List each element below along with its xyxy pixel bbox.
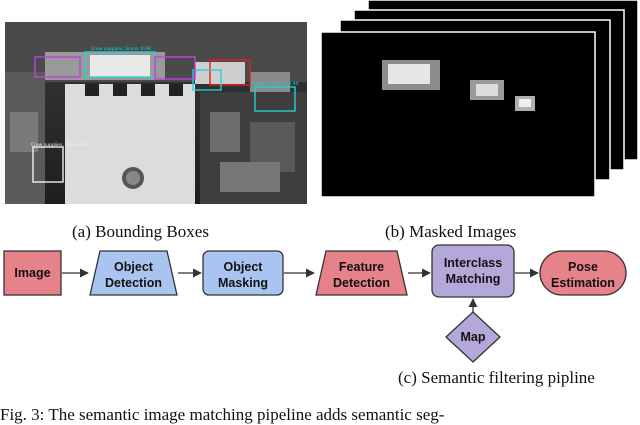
bbox-cyan-3 <box>254 86 296 112</box>
bbox-purple-2 <box>154 56 196 80</box>
node-interclass-matching-label-2: Matching <box>446 272 501 286</box>
node-object-detection: Object Detection <box>89 250 178 296</box>
node-interclass-matching-label-1: Interclass <box>444 256 502 270</box>
detection-label-1: Crew supplies, Score: 0.98 <box>91 46 151 52</box>
node-image-label: Image <box>14 266 50 280</box>
node-object-detection-label-1: Object <box>114 260 154 274</box>
bbox-white <box>32 146 64 183</box>
node-feature-detection: Feature Detection <box>315 250 408 296</box>
bbox-purple <box>34 56 81 78</box>
node-interclass-matching: Interclass Matching <box>431 244 515 298</box>
masked-images-svg <box>320 0 639 198</box>
node-pose-estimation: Pose Estimation <box>539 250 627 296</box>
node-object-detection-label-2: Detection <box>105 276 162 290</box>
front-mask-frame <box>320 31 596 198</box>
pipeline-diagram: Image Object Detection Object Masking Fe… <box>3 244 627 363</box>
bbox-cyan-2 <box>192 69 222 91</box>
node-map-label: Map <box>461 330 486 344</box>
node-feature-detection-label-2: Detection <box>333 276 390 290</box>
node-object-masking-label-1: Object <box>224 260 264 274</box>
node-object-masking: Object Masking <box>202 250 284 296</box>
caption-bounding-boxes: (a) Bounding Boxes <box>72 222 209 241</box>
detection-label-3: Handrail, Score: 0.94 <box>251 81 299 87</box>
node-feature-detection-label-1: Feature <box>339 260 384 274</box>
caption-pipeline: (c) Semantic filtering pipline <box>398 368 595 387</box>
bounding-boxes-image: Crew supplies, Score: 0.98 Crew supplies… <box>5 22 307 204</box>
figure-caption-text: Fig. 3: The semantic image matching pipe… <box>0 405 445 424</box>
node-object-masking-label-2: Masking <box>218 276 268 290</box>
caption-masked-images: (b) Masked Images <box>385 222 517 241</box>
masked-images-stack <box>318 0 639 210</box>
station-interior-photo: Crew supplies, Score: 0.98 Crew supplies… <box>5 22 307 204</box>
bbox-red <box>209 59 251 86</box>
node-image: Image <box>3 250 62 296</box>
detection-label-2: Crew supplies, Score: 0.97 <box>31 142 91 148</box>
node-pose-estimation-label-1: Pose <box>568 260 598 274</box>
node-pose-estimation-label-2: Estimation <box>551 276 615 290</box>
node-map: Map <box>445 311 501 363</box>
